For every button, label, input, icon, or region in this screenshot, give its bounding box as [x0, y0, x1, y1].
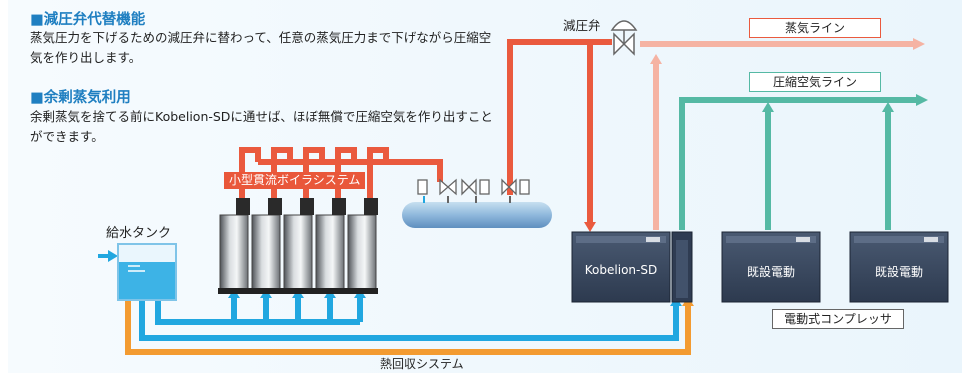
- existing-electric-1-label: 既設電動: [746, 265, 795, 279]
- electric-compressor-1: [721, 231, 821, 303]
- boiler-system-label: 小型貫流ボイラシステム: [224, 172, 366, 189]
- kobelion-label: Kobelion-SD: [584, 263, 658, 277]
- valve-icon: [610, 20, 638, 56]
- water-tank-label: 給水タンク: [106, 226, 172, 241]
- boiler-units: [218, 198, 378, 294]
- water-supply-lines: [139, 298, 679, 341]
- compressed-air-lines: [679, 97, 918, 230]
- header-valves: [417, 178, 530, 196]
- existing-electric-2-label: 既設電動: [874, 265, 923, 279]
- air-line-arrowhead: [916, 94, 928, 106]
- section2-title: ■余剰蒸気利用: [30, 90, 131, 106]
- electric-compressor-2: [849, 231, 949, 303]
- steam-return-line: [640, 41, 915, 230]
- steam-return-arrowhead: [650, 54, 662, 64]
- electric-compressor-label: 電動式コンプレッサ: [772, 309, 904, 329]
- water-inlet-arrow-icon: [98, 250, 118, 262]
- heat-recovery-line: [125, 300, 691, 355]
- pressure-valve-label: 減圧弁: [563, 18, 601, 33]
- section2-text: 余剰蒸気を捨てる前にKobelion-SDに通せば、ほぼ無償で圧縮空気を作り出す…: [30, 109, 493, 144]
- steam-arrowhead-kobelion: [584, 222, 596, 232]
- kobelion-unit: [571, 231, 693, 303]
- steam-header: [402, 196, 552, 228]
- steam-line-label: 蒸気ライン: [749, 18, 881, 38]
- water-tank: [117, 243, 177, 301]
- air-arrowhead-1: [762, 102, 774, 112]
- air-arrowhead-2: [882, 102, 894, 112]
- heat-recovery-label: 熱回収システム: [380, 357, 464, 371]
- steam-line-arrowhead: [913, 38, 925, 50]
- compressed-air-line-label: 圧縮空気ライン: [749, 72, 881, 92]
- section1-title: ■減圧弁代替機能: [30, 12, 146, 28]
- section1-text: 蒸気圧力を下げるための減圧弁に替わって、任意の蒸気圧力まで下げながら圧縮空気を作…: [30, 30, 492, 65]
